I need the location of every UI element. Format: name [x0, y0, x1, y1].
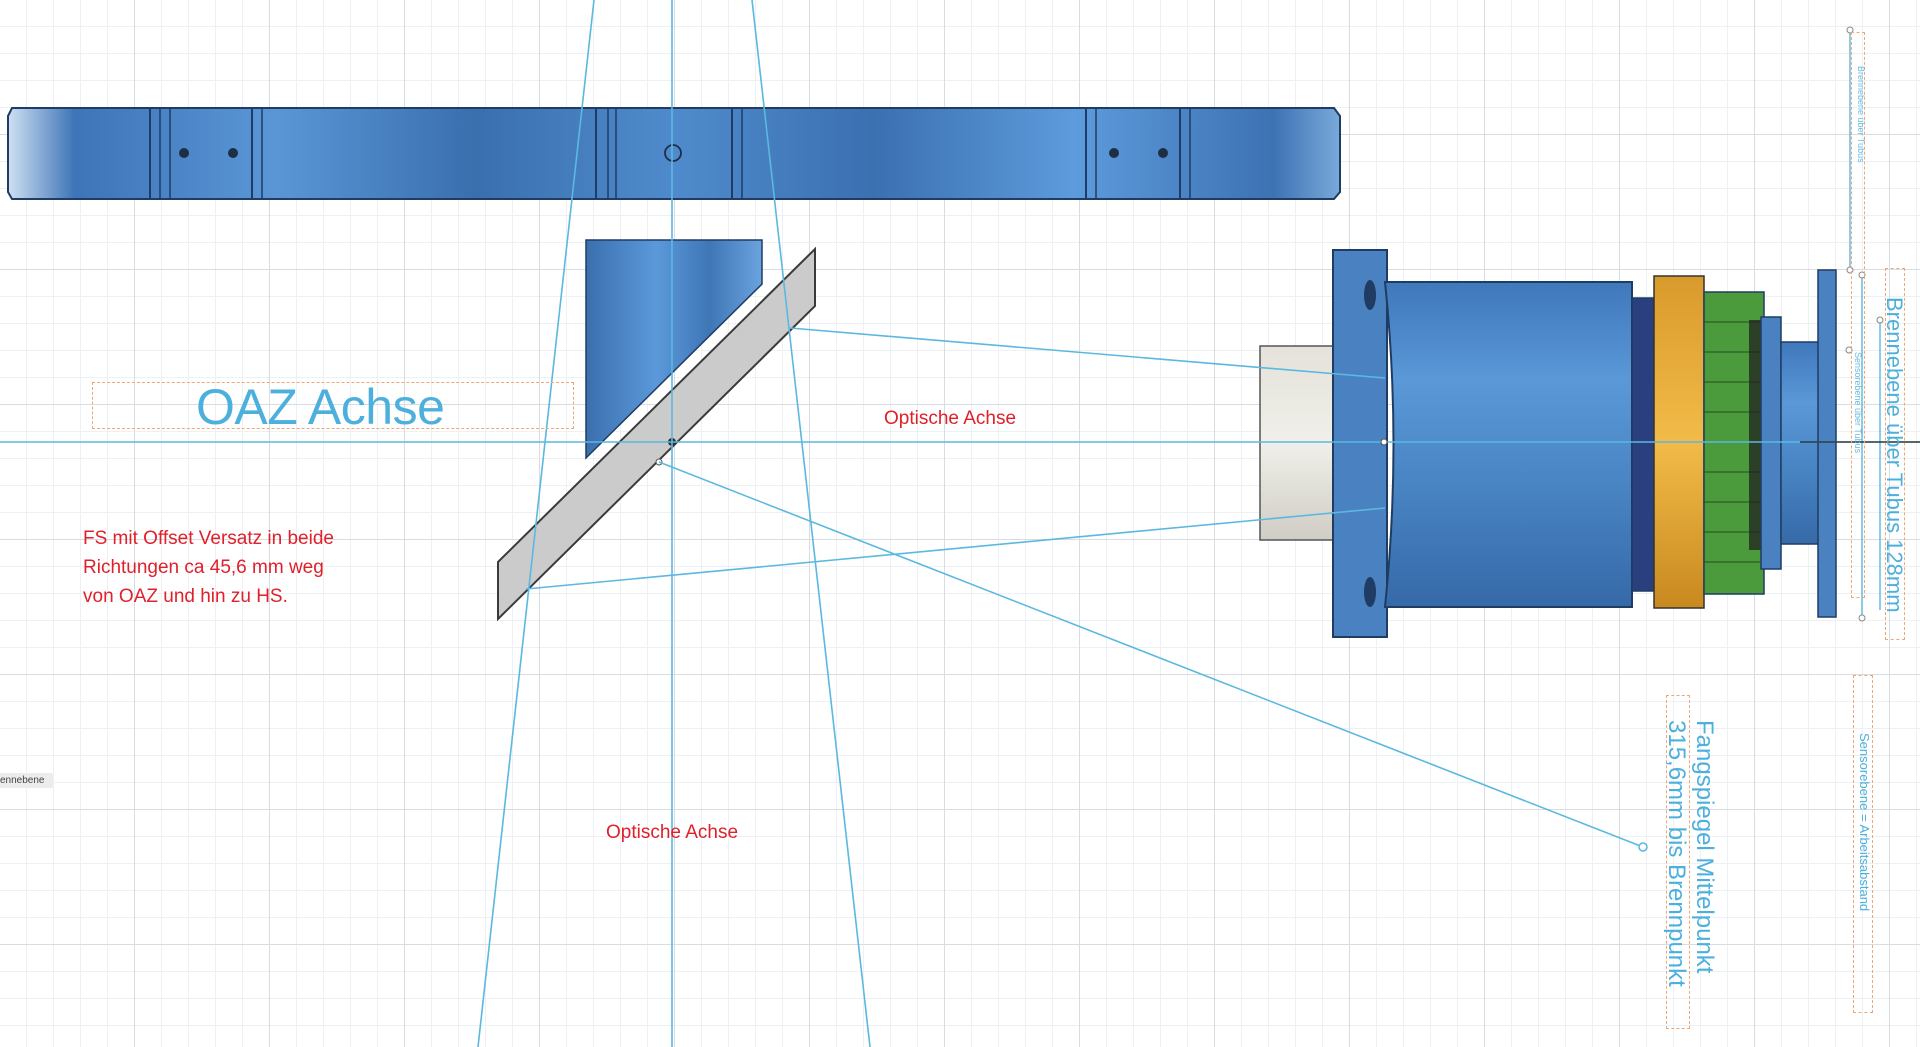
- left-panel-chip[interactable]: ennebene: [0, 773, 53, 788]
- small-dimension-label-mid: Sensorebene über Tubus: [1853, 352, 1863, 454]
- sensor-plane-label: Sensorebene = Arbeitsabstand: [1857, 733, 1872, 912]
- tube-part: [7, 107, 1341, 200]
- secondary-dim-box: [1666, 695, 1690, 1029]
- focal-plane-dim-box: [1885, 268, 1905, 640]
- small-dimension-label-top: Brennebene über Tubus: [1856, 66, 1866, 163]
- secondary-mirror-dimension-label: Fangspiegel Mittelpunkt 315,6mm bis Bren…: [1663, 720, 1718, 987]
- secondary-mirror-holder: [585, 239, 763, 460]
- optical-axis-label-bottom: Optische Achse: [606, 822, 739, 843]
- oaz-label-box: [92, 382, 574, 429]
- sensor-plane-box: [1853, 675, 1873, 1013]
- focal-point-marker: [1380, 438, 1388, 446]
- offset-note: FS mit Offset Versatz in beide Richtunge…: [83, 528, 334, 607]
- oaz-axis-label: OAZ Achse: [196, 379, 445, 435]
- secondary-mirror: [497, 246, 816, 622]
- dimension-endpoint: [1638, 842, 1648, 852]
- top-dim-box: [1851, 32, 1865, 598]
- focal-plane-dimension-label: Brennebene über Tubus 128mm: [1882, 297, 1907, 613]
- dimension-lines: [1849, 30, 1881, 620]
- optical-axis-label-right: Optische Achse: [884, 408, 1017, 429]
- focuser-assembly: [1259, 249, 1837, 638]
